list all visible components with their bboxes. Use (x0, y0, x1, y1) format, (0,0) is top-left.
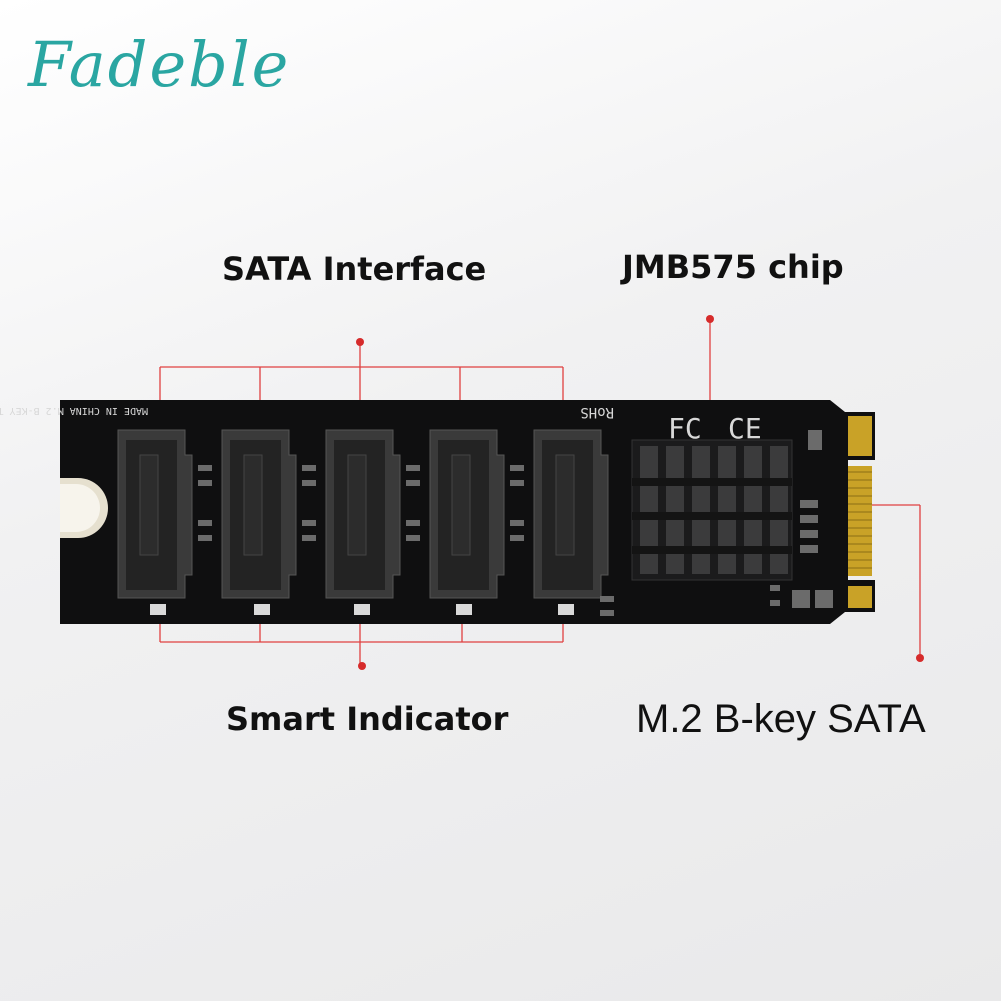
sata-ports (117, 429, 609, 599)
smd-components (198, 465, 614, 616)
brand-logo: Fadeble (28, 28, 291, 101)
silkscreen-text: MADE IN CHINA M.2 B-KEY TO 5xSATA6G 21G2… (0, 405, 148, 416)
led (150, 604, 166, 615)
sata-port (221, 429, 297, 599)
heatsink (631, 439, 793, 581)
indicator-leds (150, 604, 574, 615)
led (354, 604, 370, 615)
led (558, 604, 574, 615)
sata-port (117, 429, 193, 599)
sata-port (325, 429, 401, 599)
rohs-mark: RoHS (580, 404, 614, 420)
sata-port (533, 429, 609, 599)
led (254, 604, 270, 615)
led (456, 604, 472, 615)
m2-connector-label: M.2 B-key SATA (636, 697, 926, 741)
sata-interface-label: SATA Interface (222, 250, 487, 288)
gold-fingers (848, 416, 872, 608)
passive-components (770, 430, 833, 608)
chip-label: JMB575 chip (622, 248, 844, 286)
callout-dots (356, 315, 924, 670)
sata-port (429, 429, 505, 599)
smart-indicator-label: Smart Indicator (226, 700, 509, 738)
